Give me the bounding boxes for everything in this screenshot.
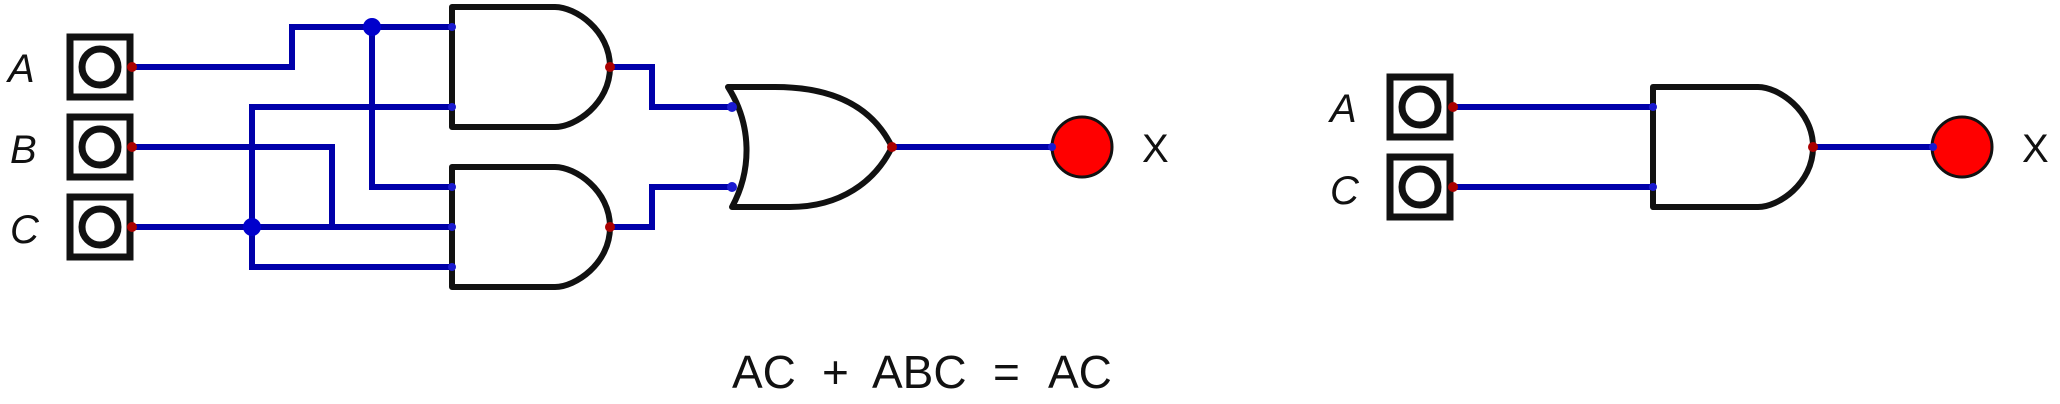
pin-c-out — [127, 222, 137, 232]
pin-and2-in1 — [448, 183, 456, 191]
pin-or-in1 — [727, 102, 737, 112]
pin-lamp-in — [1048, 143, 1056, 151]
switch-r-a[interactable] — [1386, 73, 1454, 141]
input-label-a: A — [6, 47, 35, 91]
and-gate-2 — [449, 164, 613, 290]
equation-plus: + — [822, 346, 849, 398]
wire-and1-to-or — [607, 64, 735, 110]
and-gate-r — [1650, 84, 1816, 210]
pin-b-out — [127, 142, 137, 152]
equation-term-ac: AC — [732, 346, 796, 398]
switch-b[interactable] — [66, 113, 134, 181]
input-label-b: B — [10, 128, 37, 172]
equation-equals: = — [993, 346, 1020, 398]
pin-r-and-out — [1808, 142, 1818, 152]
pin-r-and-in2 — [1649, 183, 1657, 191]
boolean-equation: AC + ABC = AC — [732, 346, 1112, 398]
and-gate-1 — [449, 4, 613, 130]
output-lamp-r — [1930, 115, 1994, 179]
pin-or-in2 — [727, 182, 737, 192]
input-label-c: C — [10, 208, 40, 252]
pin-or-out — [887, 142, 897, 152]
left-wires — [129, 24, 1055, 270]
or-gate — [725, 84, 895, 210]
output-lamp — [1050, 115, 1114, 179]
pin-and2-out — [605, 222, 615, 232]
pin-a-out — [127, 62, 137, 72]
wire-c-to-and2-bottom — [249, 224, 455, 270]
pin-r-c-out — [1448, 182, 1458, 192]
right-circuit: A C X — [1328, 73, 2049, 221]
pin-r-lamp-in — [1929, 143, 1937, 151]
wire-a-to-and1 — [129, 24, 455, 70]
input-label-r-c: C — [1330, 169, 1360, 213]
output-label: X — [1142, 127, 1169, 171]
pin-and1-in1 — [448, 23, 456, 31]
switch-c[interactable] — [66, 193, 134, 261]
pin-r-a-out — [1448, 102, 1458, 112]
pin-and2-in3 — [448, 263, 456, 271]
pin-r-and-in1 — [1649, 103, 1657, 111]
switch-r-c[interactable] — [1386, 153, 1454, 221]
input-label-r-a: A — [1328, 87, 1357, 131]
equation-result-ac: AC — [1048, 346, 1112, 398]
switch-a[interactable] — [66, 33, 134, 101]
wire-c-to-and1 — [249, 104, 455, 230]
wire-a-tap-to-and2 — [369, 24, 455, 190]
junction-c — [243, 218, 261, 236]
junction-a — [363, 18, 381, 36]
output-label-r: X — [2022, 127, 2049, 171]
left-circuit: A B C X — [6, 4, 1169, 290]
pin-and1-out — [605, 62, 615, 72]
pin-and2-in2 — [448, 223, 456, 231]
equation-term-abc: ABC — [872, 346, 967, 398]
pin-and1-in2 — [448, 103, 456, 111]
wire-and2-to-or — [607, 184, 735, 230]
